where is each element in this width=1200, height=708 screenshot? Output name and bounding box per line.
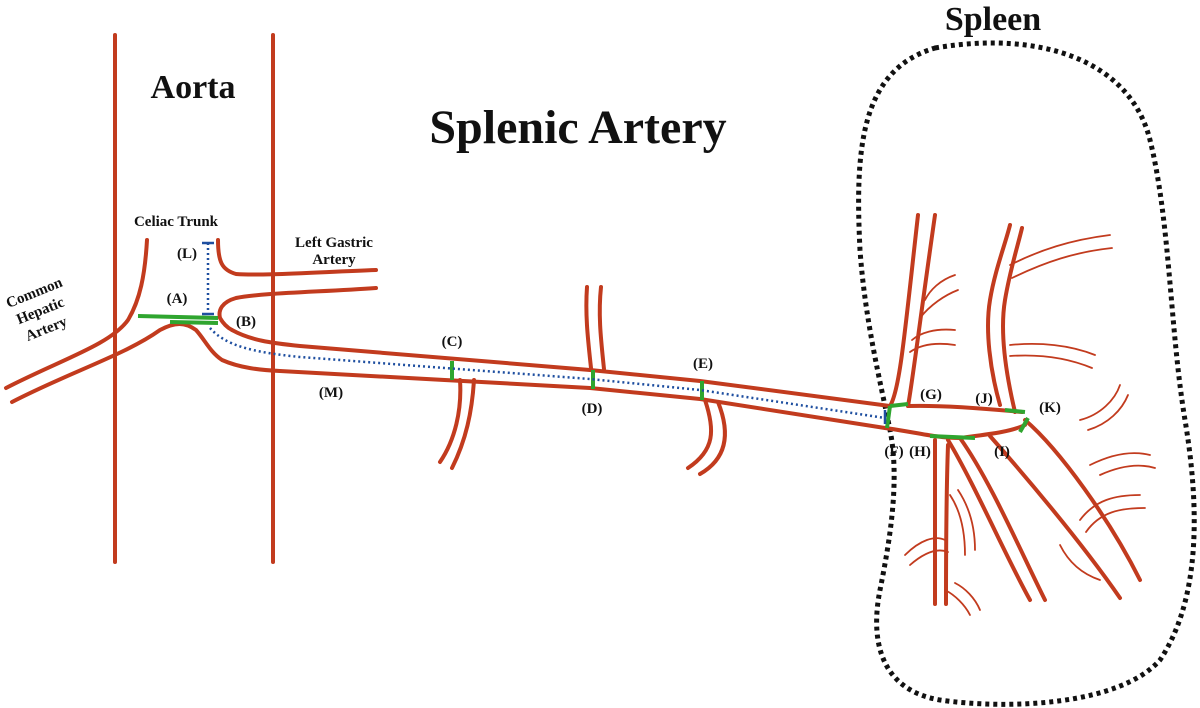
marker-f (885, 405, 892, 429)
segment-label-c: (C) (442, 334, 463, 350)
marker-h (929, 434, 976, 440)
segment-label-g: (G) (920, 387, 942, 403)
hilar-branches (883, 213, 1142, 606)
segment-label-h: (H) (909, 444, 931, 460)
left-gastric-artery (216, 238, 378, 332)
segment-label-i: (I) (994, 444, 1010, 460)
common-hepatic-artery (4, 238, 282, 404)
segment-label-e: (E) (693, 356, 713, 372)
segment-label-a: (A) (167, 291, 188, 307)
intrasplenic-twigs (904, 234, 1156, 616)
left-gastric-label-2: Artery (312, 252, 356, 268)
marker-k (1004, 408, 1026, 414)
measurement-lines (202, 241, 887, 424)
segment-label-k: (K) (1039, 400, 1061, 416)
segment-label-b: (B) (236, 314, 256, 330)
spleen-title: Spleen (945, 1, 1041, 38)
aorta-title: Aorta (151, 69, 236, 106)
celiac-trunk-label: Celiac Trunk (134, 214, 219, 230)
splenic-artery-title: Splenic Artery (429, 101, 726, 154)
left-gastric-label-1: Left Gastric (295, 235, 373, 251)
marker-f2 (889, 402, 909, 408)
splenic-artery-trunk (230, 328, 892, 430)
segment-label-f: (F) (884, 444, 903, 460)
segment-label-l: (L) (177, 246, 197, 262)
marker-a (137, 314, 219, 320)
segment-label-j: (J) (975, 391, 993, 407)
segment-label-d: (D) (582, 401, 603, 417)
trunk-branches (438, 285, 727, 476)
spleen-outline (856, 40, 1197, 707)
segment-label-m: (M) (319, 385, 343, 401)
marker-a2 (169, 320, 219, 325)
marker-k2 (1018, 417, 1030, 433)
